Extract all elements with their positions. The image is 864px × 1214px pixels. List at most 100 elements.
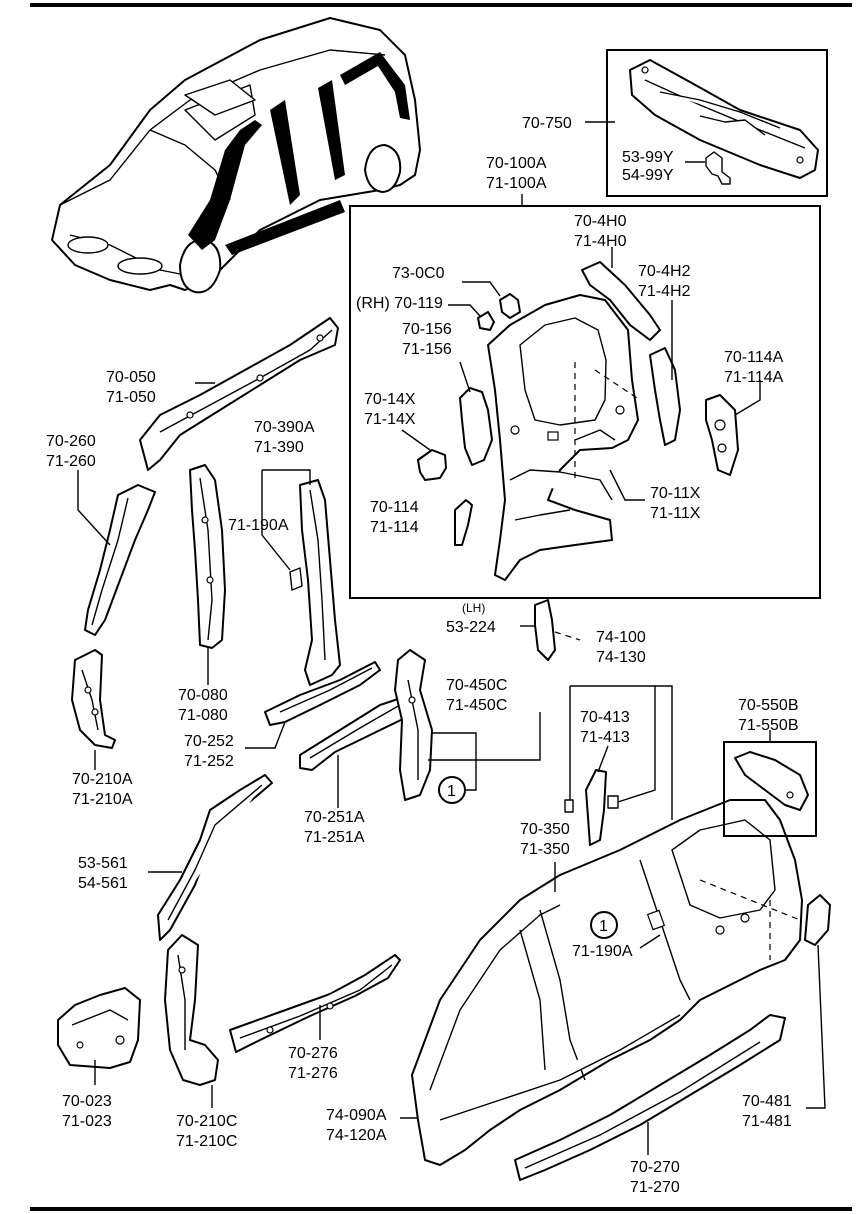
- label-line: 71-11X: [650, 505, 701, 522]
- callout-71-190a-low: 71-190A: [572, 943, 633, 960]
- callout-70-750: 70-750: [522, 115, 572, 132]
- bracket-70-114: [454, 499, 473, 546]
- callout-70-210a: 70-210A 71-210A: [72, 771, 133, 808]
- ref-marker-1-right: [590, 911, 618, 939]
- callout-70-260: 70-260 71-260: [46, 433, 96, 470]
- label-line: 71-114A: [724, 369, 784, 386]
- quarter-extension-70-481: [804, 894, 831, 946]
- label-line: 71-350: [520, 841, 570, 858]
- rocker-panel-70-270: [514, 1014, 786, 1181]
- label-line: 71-023: [62, 1113, 112, 1130]
- side-sill-70-276: [229, 954, 401, 1053]
- hinge-pillar-70-210a: [71, 649, 116, 749]
- front-pillar-upper-70-050: [139, 317, 339, 471]
- callout-70-114: 70-114 71-114: [370, 499, 419, 536]
- label-line: (LH): [462, 601, 485, 615]
- label-line: 74-130: [596, 649, 646, 666]
- vehicle-overview-illustration: [51, 17, 421, 294]
- label-line: 70-4H0: [574, 213, 627, 230]
- rear-pillar-reinforcement-70-450c: [394, 649, 433, 801]
- label-line: 71-550B: [738, 717, 799, 734]
- front-pillar-70-260: [84, 484, 156, 636]
- label-line: 71-481: [742, 1113, 792, 1130]
- callout-70-550b: 70-550B 71-550B: [738, 697, 799, 734]
- ref-marker-digit: 1: [447, 783, 456, 800]
- body-side-outer-panel: [411, 799, 803, 1166]
- label-line: 71-4H2: [638, 283, 691, 300]
- label-line: 70-413: [580, 709, 630, 726]
- label-line: 70-210C: [176, 1113, 237, 1130]
- label-line: 70-390A: [254, 419, 315, 436]
- callout-70-350: 70-350 71-350: [520, 821, 570, 858]
- callout-70-450c: 70-450C 71-450C: [446, 677, 507, 714]
- callout-74-090a: 74-090A 74-120A: [326, 1107, 387, 1144]
- clip-71-190a: [289, 567, 303, 591]
- label-line: 54-561: [78, 875, 128, 892]
- callout-70-023: 70-023 71-023: [62, 1093, 112, 1130]
- ref-marker-1-left: [438, 776, 466, 804]
- center-pillar-70-080: [189, 464, 226, 649]
- label-line: 70-550B: [738, 697, 799, 714]
- callout-71-190a-top: 71-190A: [228, 517, 289, 534]
- quarter-inner-box: [349, 205, 821, 599]
- callout-70-390a: 70-390A 71-390: [254, 419, 315, 456]
- reinforcement-70-4h2: [649, 347, 681, 446]
- label-line: 53-99Y: [622, 149, 674, 166]
- label-line: 70-14X: [364, 391, 416, 408]
- label-line: 70-4H2: [638, 263, 691, 280]
- callout-53-99y: 53-99Y 54-99Y: [622, 149, 674, 184]
- callout-74-100: 74-100 74-130: [596, 629, 646, 666]
- callout-70-156: 70-156 71-156: [402, 321, 452, 358]
- label-line: 71-252: [184, 753, 234, 770]
- callout-70-050: 70-050 71-050: [106, 369, 156, 406]
- bracket-70-119: [477, 311, 495, 331]
- label-line: 70-023: [62, 1093, 112, 1110]
- callout-70-14x: 70-14X 71-14X: [364, 391, 416, 428]
- rear-header-box: [606, 49, 828, 197]
- label-line: 71-390: [254, 439, 304, 456]
- label-line: 53-224: [446, 619, 496, 636]
- callout-70-080: 70-080 71-080: [178, 687, 228, 724]
- reinforcement-70-156: [459, 387, 493, 466]
- label-line: 71-14X: [364, 411, 416, 428]
- callout-73-0c0: 73-0C0: [392, 265, 445, 282]
- label-line: 70-156: [402, 321, 452, 338]
- callout-70-276: 70-276 71-276: [288, 1045, 338, 1082]
- label-line: 73-0C0: [392, 265, 445, 282]
- bracket-73-0c0: [499, 293, 521, 319]
- roof-side-rail-70-251a: [299, 694, 421, 771]
- label-line: 71-260: [46, 453, 96, 470]
- callout-70-210c: 70-210C 71-210C: [176, 1113, 237, 1150]
- label-line: 54-99Y: [622, 167, 674, 184]
- label-line: 70-050: [106, 369, 156, 386]
- label-line: 71-050: [106, 389, 156, 406]
- label-line: 70-114A: [724, 349, 784, 366]
- label-line: 74-090A: [326, 1107, 387, 1124]
- label-line: 71-276: [288, 1065, 338, 1082]
- callout-70-251a: 70-251A 71-251A: [304, 809, 365, 846]
- rear-header-panel: [629, 59, 819, 185]
- label-line: 70-210A: [72, 771, 133, 788]
- label-line: 70-11X: [650, 485, 701, 502]
- label-line: 70-450C: [446, 677, 507, 694]
- label-line: 71-100A: [486, 175, 547, 192]
- pillar-reinforcement-70-413: [564, 769, 619, 846]
- label-line: 70-260: [46, 433, 96, 450]
- label-line: 74-120A: [326, 1127, 387, 1144]
- label-line: 74-100: [596, 629, 646, 646]
- callout-70-481: 70-481 71-481: [742, 1093, 792, 1130]
- quarter-inner-panel: [487, 294, 639, 581]
- center-pillar-inner-70-390a: [299, 479, 341, 686]
- callout-70-4h2: 70-4H2 71-4H2: [638, 263, 691, 300]
- label-line: 71-156: [402, 341, 452, 358]
- callout-70-11x: 70-11X 71-11X: [650, 485, 701, 522]
- label-line: 70-481: [742, 1093, 792, 1110]
- callout-70-100a: 70-100A 71-100A: [486, 155, 547, 192]
- bracket-53-224: [534, 599, 556, 661]
- label-line: 53-561: [78, 855, 128, 872]
- label-line: 71-413: [580, 729, 630, 746]
- callout-70-270: 70-270 71-270: [630, 1159, 680, 1196]
- panel-70-114a: [705, 394, 739, 476]
- callout-70-4h0: 70-4H0 71-4H0: [574, 213, 627, 250]
